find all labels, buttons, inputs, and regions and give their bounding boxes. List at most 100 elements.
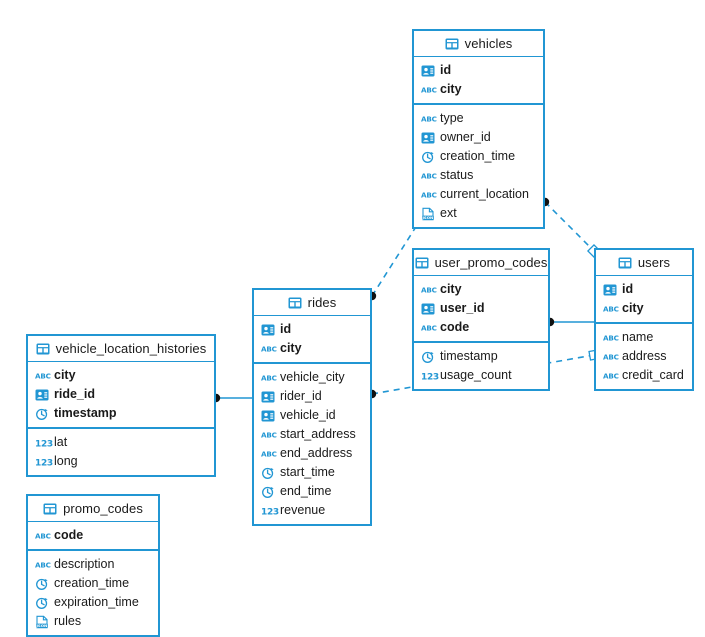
table-icon <box>445 37 459 51</box>
primary-key-row[interactable]: ride_id <box>28 385 214 404</box>
field-row[interactable]: rider_id <box>254 387 370 406</box>
abc-icon: ABC <box>35 369 51 383</box>
field-row[interactable]: creation_time <box>414 147 543 166</box>
table-name: vehicles <box>464 36 513 51</box>
abc-icon: ABC <box>261 447 277 461</box>
123-icon: 123 <box>421 369 439 383</box>
svg-text:ABC: ABC <box>421 85 437 94</box>
svg-text:ABC: ABC <box>421 285 437 294</box>
table-name: users <box>637 255 671 270</box>
clock-icon <box>35 407 49 421</box>
field-name: creation_time <box>54 576 130 591</box>
field-row[interactable]: timestamp <box>414 347 548 366</box>
primary-key-row[interactable]: user_id <box>414 299 548 318</box>
field-name: user_id <box>440 301 485 316</box>
svg-text:JSON: JSON <box>35 623 47 628</box>
primary-key-row[interactable]: id <box>596 280 692 299</box>
field-row[interactable]: vehicle_id <box>254 406 370 425</box>
primary-key-row[interactable]: timestamp <box>28 404 214 423</box>
relationship-vlh-rides[interactable] <box>211 393 252 403</box>
field-name: code <box>54 528 84 543</box>
primary-key-row[interactable]: id <box>414 61 543 80</box>
field-name: start_address <box>280 427 356 442</box>
field-name: ride_id <box>54 387 95 402</box>
abc-icon: ABC <box>421 169 437 183</box>
abc-icon: ABC <box>35 529 51 543</box>
field-name: usage_count <box>440 368 512 383</box>
table-name: vehicle_location_histories <box>55 341 207 356</box>
table-header[interactable]: users <box>596 250 692 276</box>
clock-icon <box>421 350 435 364</box>
clock-icon <box>261 485 275 499</box>
field-row[interactable]: start_time <box>254 463 370 482</box>
svg-text:ABC: ABC <box>261 344 277 353</box>
table-header[interactable]: vehicle_location_histories <box>28 336 214 362</box>
abc-icon: ABC <box>35 558 51 572</box>
field-name: lat <box>54 435 68 450</box>
abc-icon: ABC <box>603 369 619 383</box>
svg-text:ABC: ABC <box>603 304 619 313</box>
table-header[interactable]: user_promo_codes <box>414 250 548 276</box>
svg-text:ABC: ABC <box>421 323 437 332</box>
abc-icon: ABC <box>261 342 277 356</box>
field-row[interactable]: owner_id <box>414 128 543 147</box>
field-name: city <box>440 82 462 97</box>
relationship-user_promo_codes-users[interactable] <box>545 317 594 327</box>
field-row[interactable]: expiration_time <box>28 593 158 612</box>
svg-text:ABC: ABC <box>35 560 51 569</box>
relationship-line <box>544 201 595 252</box>
field-row[interactable]: end_time <box>254 482 370 501</box>
table-header[interactable]: vehicles <box>414 31 543 57</box>
svg-text:ABC: ABC <box>421 114 437 123</box>
table-header[interactable]: promo_codes <box>28 496 158 522</box>
svg-text:ABC: ABC <box>421 190 437 199</box>
field-name: rider_id <box>280 389 322 404</box>
field-name: address <box>622 349 667 364</box>
id-card-icon <box>421 131 435 145</box>
field-row[interactable]: creation_time <box>28 574 158 593</box>
table-header[interactable]: rides <box>254 290 370 316</box>
primary-key-row[interactable]: id <box>254 320 370 339</box>
field-name: end_address <box>280 446 353 461</box>
field-name: status <box>440 168 474 183</box>
abc-icon: ABC <box>421 283 437 297</box>
field-name: name <box>622 330 654 345</box>
svg-text:123: 123 <box>421 372 439 382</box>
field-name: type <box>440 111 464 126</box>
field-name: current_location <box>440 187 529 202</box>
